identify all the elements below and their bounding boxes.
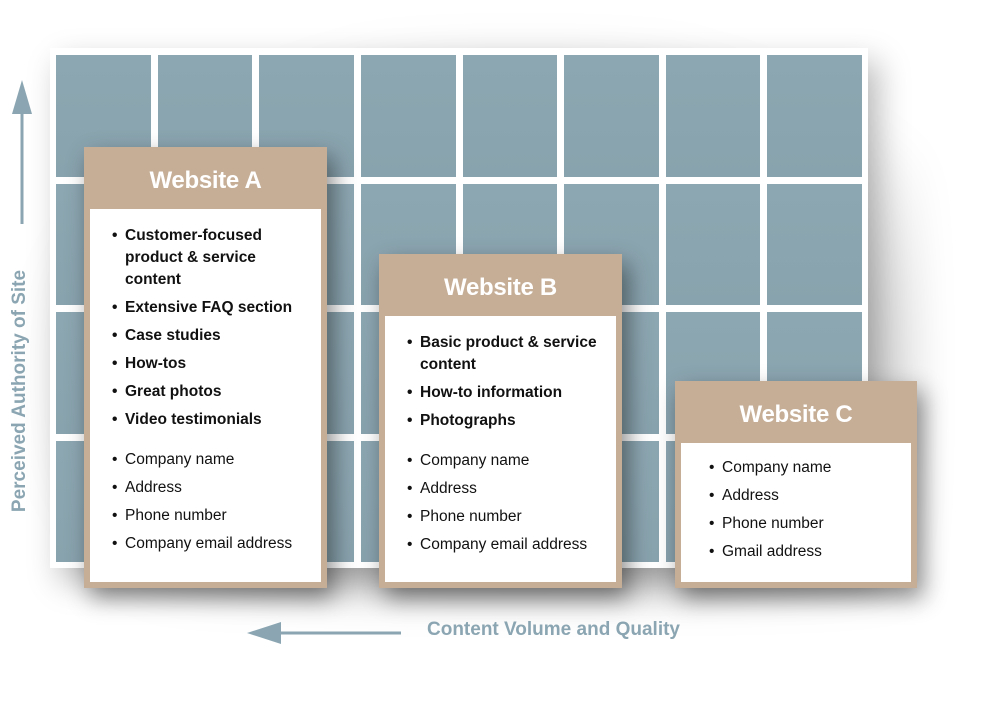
content-list: Basic product & service contentHow-to in… [407, 332, 616, 432]
list-item: Phone number [407, 506, 616, 528]
x-axis-label: Content Volume and Quality [427, 619, 680, 640]
x-axis-arrow-icon [247, 622, 401, 644]
card-title: Website C [739, 401, 853, 428]
list-item: Address [709, 485, 911, 507]
list-item: Company email address [407, 534, 616, 556]
y-axis-label: Perceived Authority of Site [9, 269, 30, 513]
grid-cell [767, 183, 862, 305]
contact-list: Company nameAddressPhone numberGmail add… [709, 457, 911, 563]
list-item: Phone number [709, 513, 911, 535]
list-item: Company name [709, 457, 911, 479]
contact-list: Company nameAddressPhone numberCompany e… [407, 450, 616, 556]
list-item: Great photos [112, 381, 300, 403]
list-item: Customer-focused product & service conte… [112, 225, 300, 291]
card-title: Website B [444, 274, 557, 301]
card-body: Basic product & service contentHow-to in… [385, 316, 616, 582]
grid-cell [767, 55, 862, 177]
grid-cell [462, 55, 558, 177]
card-body: Customer-focused product & service conte… [90, 209, 321, 582]
x-axis-shaft [275, 631, 401, 635]
website-a-card: Website A Customer-focused product & ser… [84, 147, 327, 588]
card-title: Website A [149, 167, 262, 194]
list-item: Video testimonials [112, 409, 300, 431]
list-item: Address [407, 478, 616, 500]
list-item: Company name [112, 449, 321, 471]
list-item: Phone number [112, 505, 321, 527]
list-item: How-to information [407, 382, 616, 404]
y-axis-shaft [20, 108, 24, 224]
list-item: Case studies [112, 325, 300, 347]
contact-list: Company nameAddressPhone numberCompany e… [112, 449, 321, 555]
website-b-card: Website B Basic product & service conten… [379, 254, 622, 588]
list-item: Company email address [112, 533, 321, 555]
y-axis-arrow-icon [12, 80, 32, 224]
list-item: Gmail address [709, 541, 911, 563]
list-item: Extensive FAQ section [112, 297, 300, 319]
card-body: Company nameAddressPhone numberGmail add… [681, 443, 911, 582]
grid-cell [360, 55, 456, 177]
grid-cell [665, 55, 761, 177]
x-axis-arrowhead [247, 622, 281, 644]
grid-cell [564, 55, 659, 177]
website-c-card: Website C Company nameAddressPhone numbe… [675, 381, 917, 588]
list-item: Basic product & service content [407, 332, 616, 376]
list-item: How-tos [112, 353, 300, 375]
y-axis-arrowhead [12, 80, 32, 114]
content-list: Customer-focused product & service conte… [112, 225, 321, 431]
list-item: Address [112, 477, 321, 499]
list-item: Company name [407, 450, 616, 472]
grid-cell [665, 183, 761, 305]
list-item: Photographs [407, 410, 616, 432]
